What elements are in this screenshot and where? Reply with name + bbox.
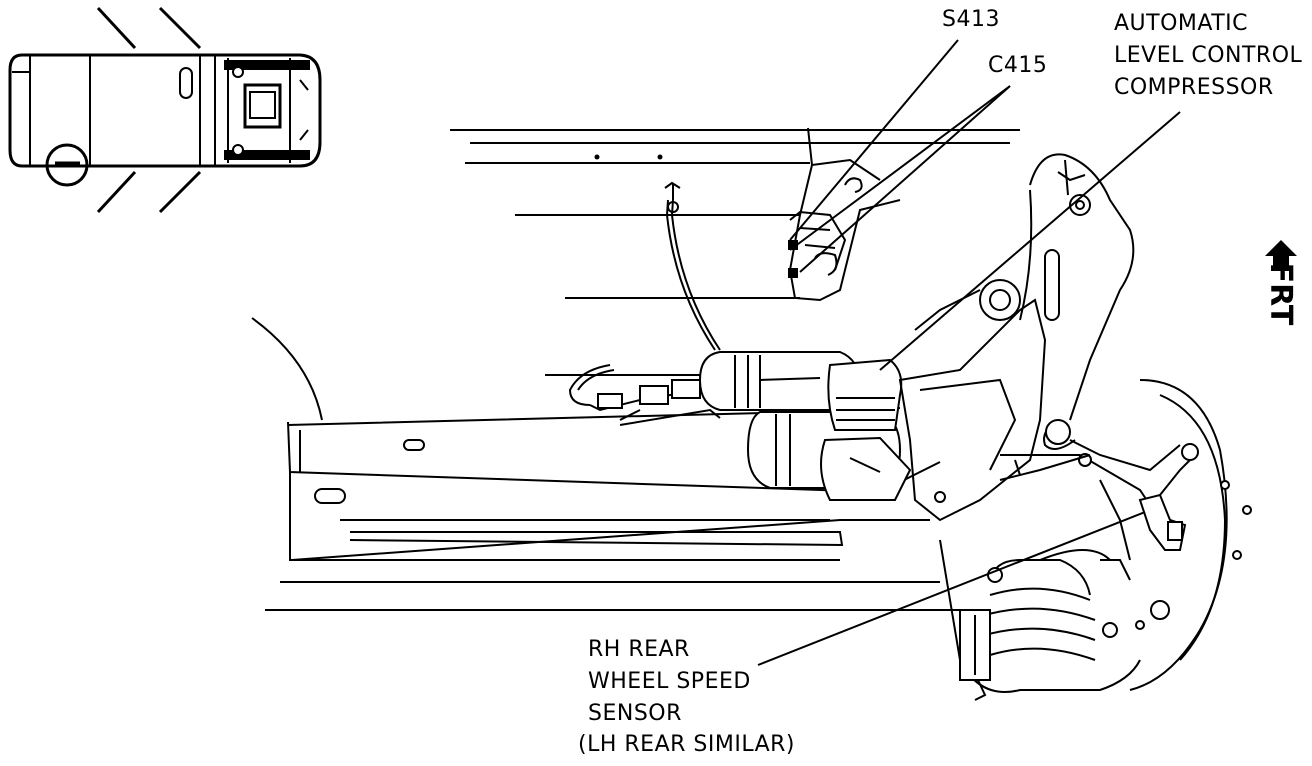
compressor-label-line1: AUTOMATIC [1114, 11, 1249, 36]
wire-harness [568, 181, 721, 426]
sensor-label-line4: (LH REAR SIMILAR) [578, 732, 795, 757]
vehicle-top-view-icon [8, 6, 322, 214]
suspension [898, 153, 1252, 701]
leader-lines [757, 39, 1181, 666]
harness-bracket [788, 127, 901, 302]
compressor-label-line3: COMPRESSOR [1114, 75, 1274, 100]
sensor-label-line3: SENSOR [588, 701, 682, 726]
front-indicator: FRT [1258, 236, 1302, 346]
sensor-label-line2: WHEEL SPEED [588, 669, 751, 694]
compressor-label-line2: LEVEL CONTROL [1114, 43, 1303, 68]
sensor-label-line1: RH REAR [588, 637, 690, 662]
up-arrow-icon [1265, 240, 1297, 266]
s413-label: S413 [942, 7, 1000, 32]
frame-rails [251, 129, 1020, 611]
front-label: FRT [1263, 262, 1298, 326]
compressor [698, 351, 912, 501]
c415-label: C415 [988, 53, 1048, 78]
